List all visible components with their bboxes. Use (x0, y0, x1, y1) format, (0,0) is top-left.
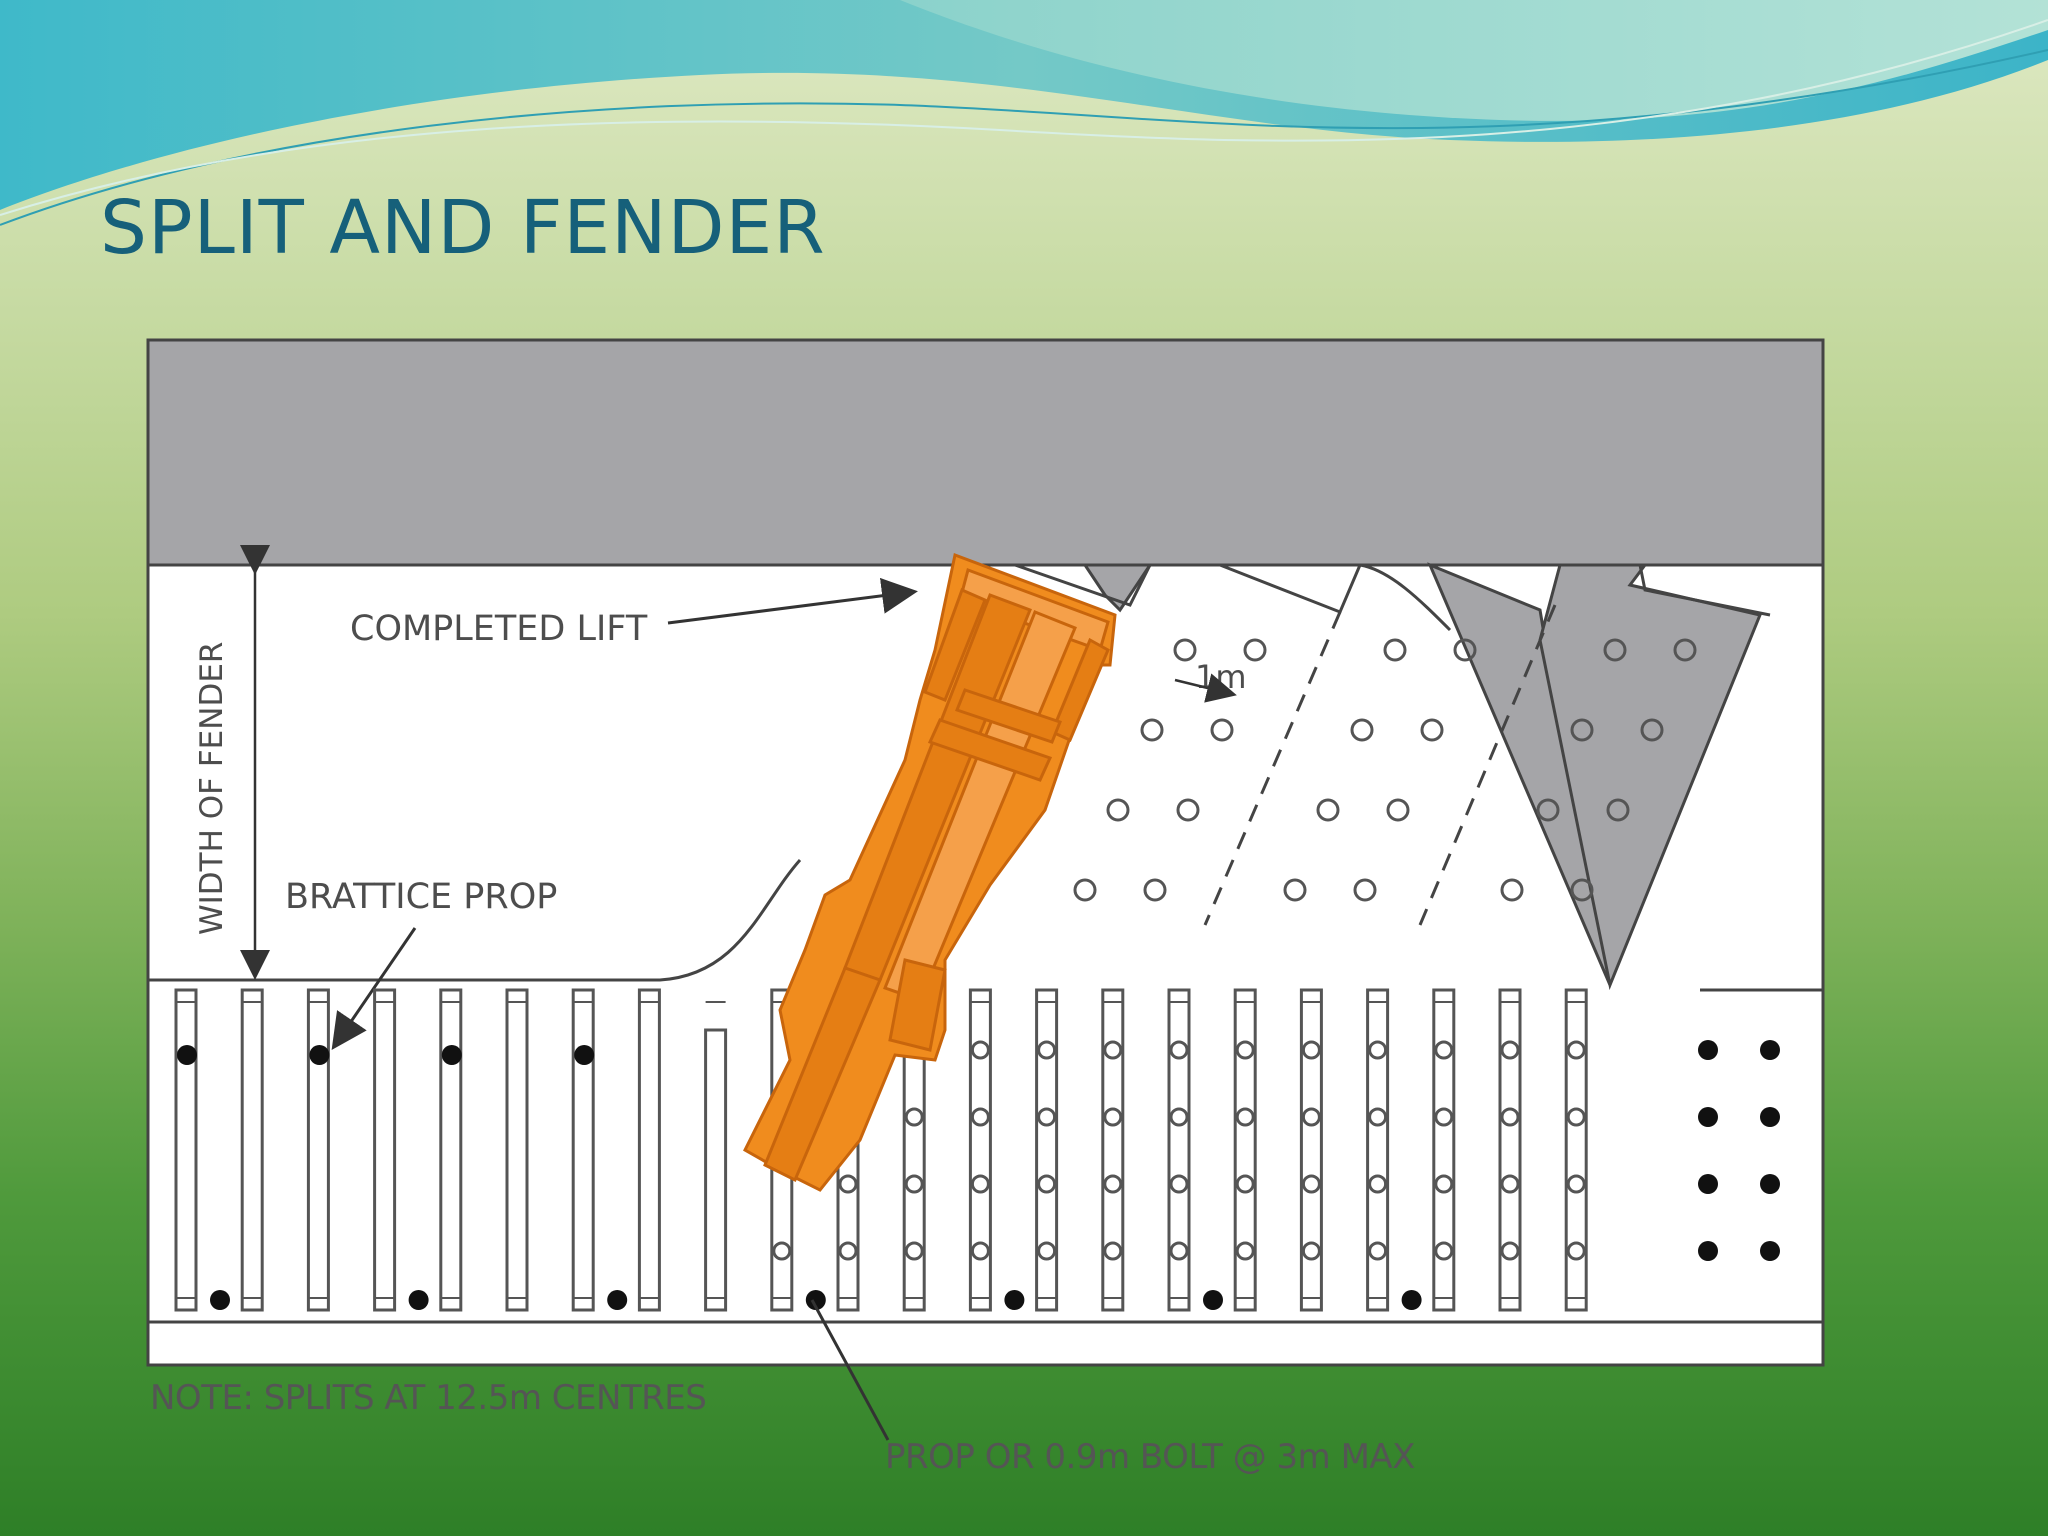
bolt-open (838, 1241, 858, 1261)
bolt-open (1301, 1174, 1321, 1194)
prop-dot (1401, 1290, 1422, 1310)
bolt-open (970, 1107, 990, 1127)
slide-title: SPLIT AND FENDER (100, 185, 826, 271)
solid-bolt-grid (1698, 1040, 1780, 1261)
split-column (1564, 988, 1588, 1312)
bolt-open (970, 1174, 990, 1194)
bolt-open (1368, 1107, 1388, 1127)
bolt-open (1037, 1107, 1057, 1127)
bolt-open (1434, 1174, 1454, 1194)
bolt-open (1169, 1107, 1189, 1127)
bolt-open (904, 1107, 924, 1127)
split-column (637, 988, 661, 1312)
bolt-open (838, 1174, 858, 1194)
bolt-open (1169, 1040, 1189, 1060)
bolt-open (1235, 1174, 1255, 1194)
bolt-open (1566, 1174, 1586, 1194)
brattice-prop-dot (441, 1045, 462, 1065)
bolt-open (1368, 1174, 1388, 1194)
bolt-open (1368, 1040, 1388, 1060)
completed-lift-arrow (667, 577, 918, 625)
split-column (373, 988, 397, 1312)
prop-dot (408, 1290, 429, 1310)
bolt-open (970, 1040, 990, 1060)
bolt-open (1434, 1107, 1454, 1127)
brattice-prop-dot (309, 1045, 330, 1065)
bolt-open (1566, 1040, 1586, 1060)
prop-dot (805, 1290, 826, 1310)
split-column (174, 988, 198, 1312)
bolt-pattern-open (1073, 638, 1697, 902)
bolt-open (1434, 1040, 1454, 1060)
bolt-open (1037, 1174, 1057, 1194)
spacing-arrow (1174, 673, 1237, 703)
split-column (1366, 988, 1390, 1312)
bolt-open (1301, 1107, 1321, 1127)
bolt-open (1434, 1241, 1454, 1261)
bolt-open (1500, 1040, 1520, 1060)
bolt-open (1169, 1174, 1189, 1194)
bolt-open (1037, 1040, 1057, 1060)
bolt-open (1500, 1107, 1520, 1127)
brattice-prop-arrow (331, 927, 417, 1050)
split-column (439, 988, 463, 1312)
bolt-open (1500, 1241, 1520, 1261)
bolt-open (1235, 1241, 1255, 1261)
bolt-open (1103, 1241, 1123, 1261)
bolt-open (1103, 1107, 1123, 1127)
bolt-open (1169, 1241, 1189, 1261)
split-column (571, 988, 595, 1312)
splits-note: NOTE: SPLITS AT 12.5m CENTRES (150, 1378, 707, 1418)
split-column (505, 988, 529, 1312)
fender-boundary (148, 859, 802, 982)
lift-line-1 (1203, 611, 1342, 926)
bolt-open (1566, 1241, 1586, 1261)
prop-dot (210, 1290, 230, 1310)
bolt-open (1103, 1174, 1123, 1194)
split-column (240, 988, 264, 1312)
bolt-open (1500, 1174, 1520, 1194)
split-column (704, 1028, 728, 1312)
prop-or-bolt-label: PROP OR 0.9m BOLT @ 3m MAX (885, 1437, 1415, 1477)
brattice-prop-label: BRATTICE PROP (285, 877, 557, 917)
split-column (1101, 988, 1125, 1312)
split-column (1035, 988, 1059, 1312)
bolt-open (1301, 1241, 1321, 1261)
bolt-open (1566, 1107, 1586, 1127)
split-column (1167, 988, 1191, 1312)
split-column (968, 988, 992, 1312)
continuous-miner-icon (743, 552, 1117, 1192)
bolt-open (1235, 1040, 1255, 1060)
bolt-open (904, 1174, 924, 1194)
bolt-open (1301, 1040, 1321, 1060)
prop-pointer-line (810, 1299, 890, 1441)
prop-dot (607, 1290, 628, 1310)
split-column (306, 988, 330, 1312)
prop-dot (1203, 1290, 1223, 1310)
bolt-open (1235, 1107, 1255, 1127)
bolt-open (1037, 1241, 1057, 1261)
split-column (1233, 988, 1257, 1312)
split-column (1498, 988, 1522, 1312)
completed-lift-edge (1359, 563, 1452, 632)
split-column (1299, 988, 1323, 1312)
bolt-open (970, 1241, 990, 1261)
header-wave (0, 0, 2048, 226)
bolt-open (1368, 1241, 1388, 1261)
brattice-prop-dot (177, 1045, 197, 1065)
prop-dot (1004, 1290, 1025, 1310)
split-column (1432, 988, 1456, 1312)
brattice-prop-dot (574, 1045, 595, 1065)
width-of-fender-label: WIDTH OF FENDER (194, 642, 230, 935)
bolt-open (772, 1241, 792, 1261)
bolt-open (904, 1241, 924, 1261)
completed-lift-label: COMPLETED LIFT (350, 609, 648, 649)
bolt-open (1103, 1040, 1123, 1060)
